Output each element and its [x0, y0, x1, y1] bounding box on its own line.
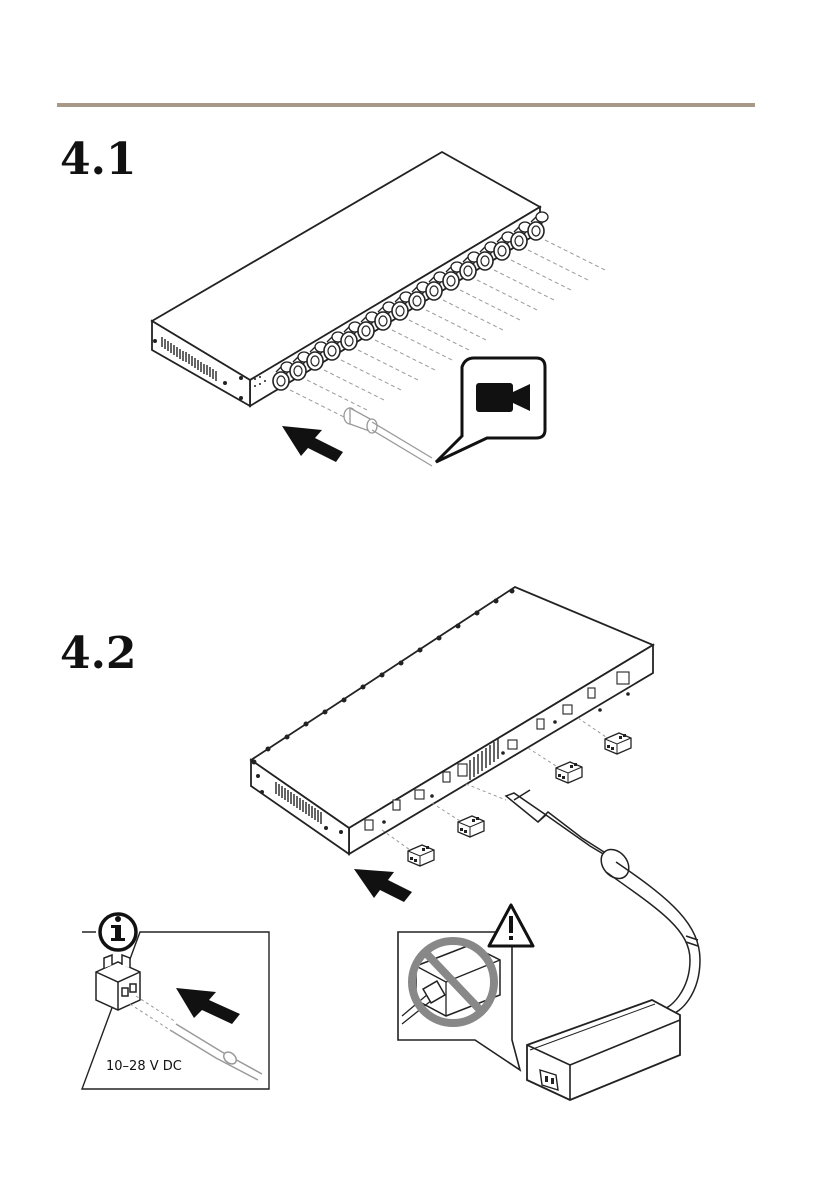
warning-icon — [489, 905, 533, 946]
video-encoder-rear — [251, 587, 653, 854]
arrow-icon — [354, 869, 412, 902]
arrow-icon — [176, 988, 240, 1024]
arrow-icon — [282, 426, 343, 462]
voltage-label: 10–28 V DC — [106, 1059, 182, 1074]
bnc-cable-plug — [344, 408, 432, 466]
camera-callout — [436, 358, 545, 462]
power-adapter — [527, 1000, 680, 1100]
warning-callout — [398, 905, 533, 1070]
info-icon — [100, 914, 136, 950]
